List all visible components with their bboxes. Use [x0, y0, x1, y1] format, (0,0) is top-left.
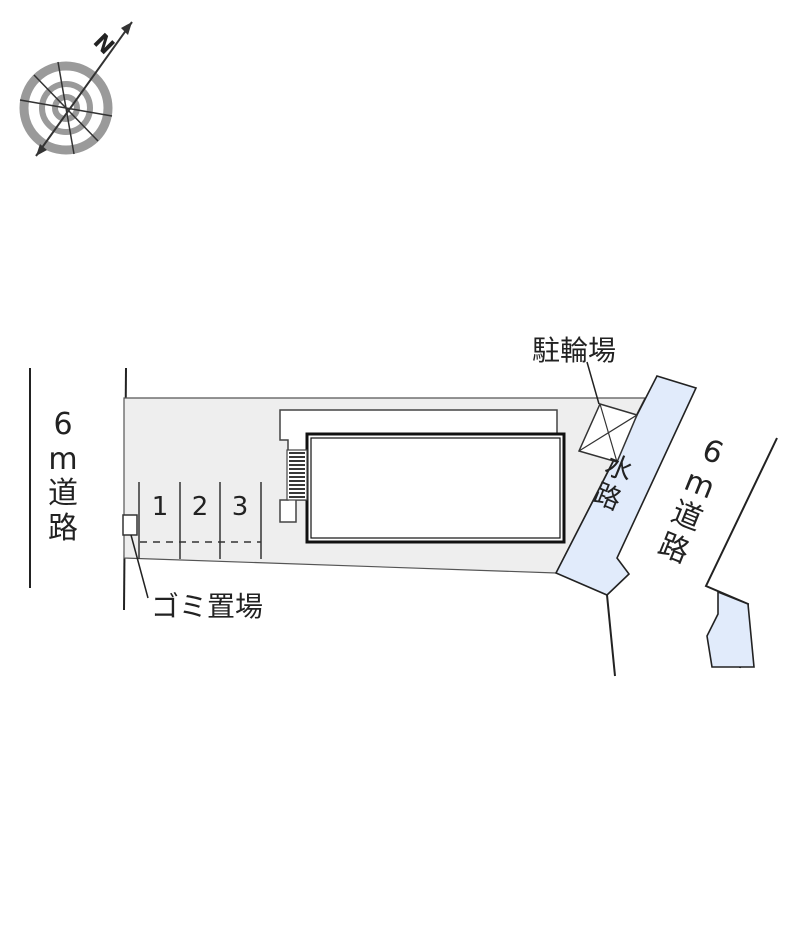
bicycle-parking-label: 駐輪場 — [532, 334, 617, 367]
parking-slot-3: 3 — [231, 492, 249, 522]
parking-slot-2: 2 — [191, 492, 209, 522]
left-road-unit: m — [48, 441, 78, 477]
garbage-area — [122, 514, 138, 536]
right-water-area — [706, 590, 755, 668]
parking-slot-1: 1 — [151, 492, 169, 522]
bicycle-leader-line — [586, 361, 600, 405]
stairs — [286, 449, 308, 501]
canal — [554, 375, 698, 596]
bicycle-parking-area — [577, 403, 639, 463]
canal-south-line — [606, 594, 616, 677]
garbage-leader-line — [130, 534, 149, 599]
garbage-area-label: ゴミ置場 — [151, 590, 264, 623]
left-road-name-2: 路 — [48, 510, 78, 546]
compass-icon — [19, 21, 133, 157]
parking-area — [138, 482, 262, 559]
building — [279, 409, 566, 544]
left-road-name-1: 道 — [48, 476, 78, 511]
left-road-label: 6 m 道 路 — [46, 407, 80, 546]
left-road-width: 6 — [53, 407, 73, 442]
